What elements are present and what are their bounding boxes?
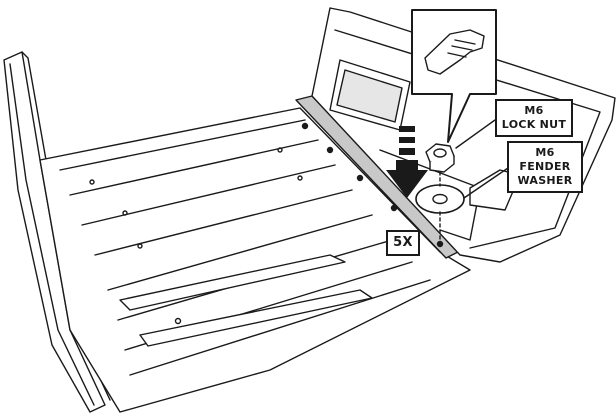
lock-nut-size: M6: [497, 104, 571, 118]
lock-nut-label: M6 LOCK NUT: [495, 99, 573, 137]
fender-washer: [416, 185, 464, 213]
fender-washer-size: M6: [509, 146, 581, 160]
lock-nut-name: LOCK NUT: [497, 118, 571, 132]
lock-nut: [426, 144, 454, 172]
fender-washer-name-2: WASHER: [509, 174, 581, 188]
fender-washer-label: M6 FENDER WASHER: [507, 141, 583, 193]
fender-washer-name-1: FENDER: [509, 160, 581, 174]
quantity-label: 5X: [386, 230, 420, 256]
quantity-value: 5X: [388, 234, 418, 252]
